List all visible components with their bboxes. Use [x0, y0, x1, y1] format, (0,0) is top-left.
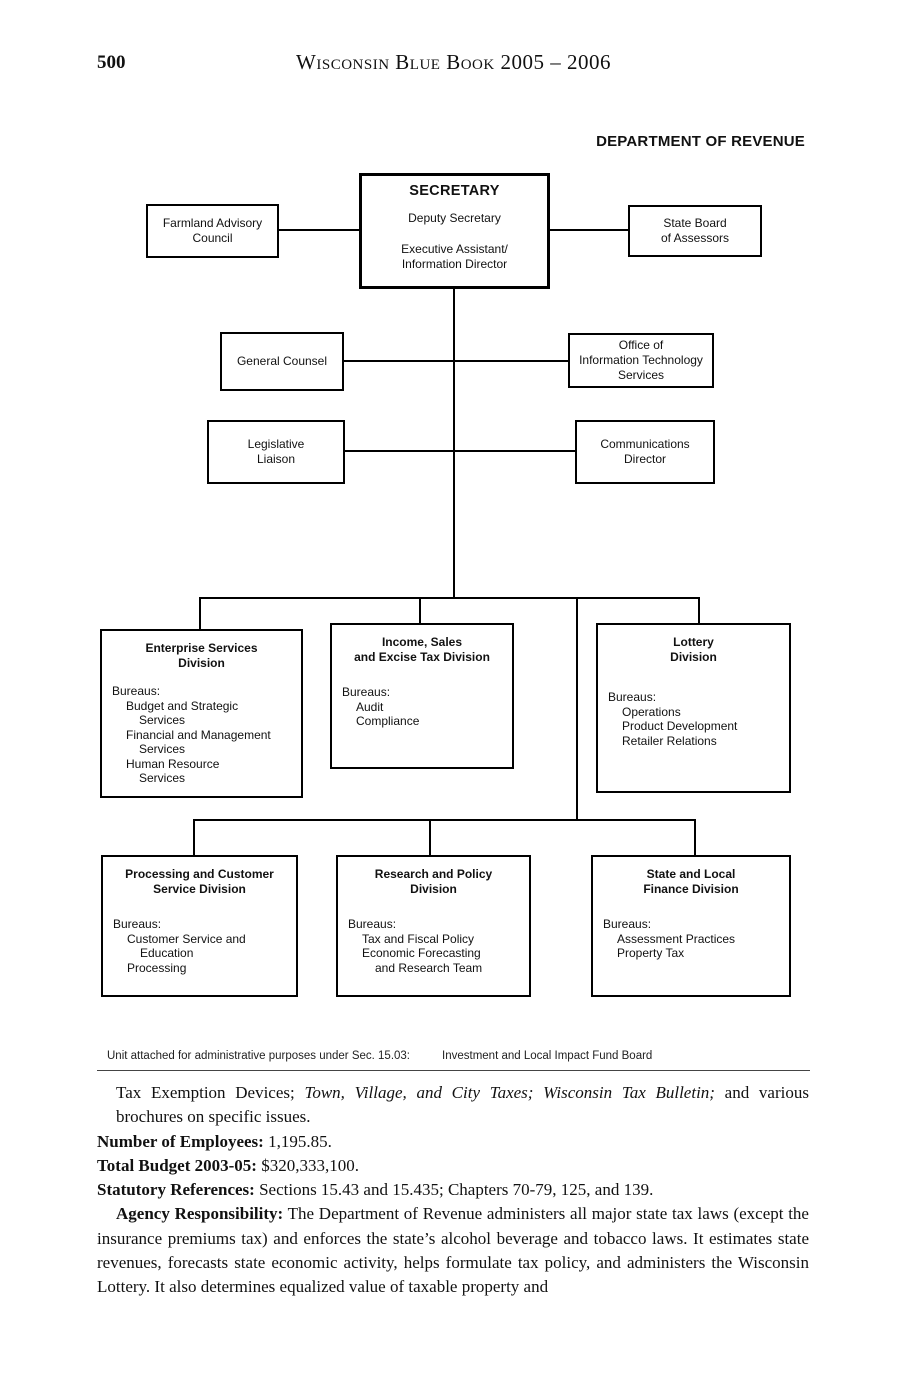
budget-label: Total Budget 2003-05:: [97, 1155, 257, 1175]
bureau-item: Services: [139, 771, 186, 785]
connector-farmland-secretary: [279, 229, 359, 231]
org-box-lottery-division: Lottery Division Bureaus: Operations Pro…: [596, 623, 791, 793]
connector-drop-lottery: [698, 597, 700, 623]
agency-label: Agency Responsibility:: [116, 1204, 284, 1224]
org-box-office-information-technology: Office of Information Technology Service…: [568, 333, 714, 388]
agency-value: The Department of Revenue administers al…: [97, 1204, 809, 1297]
org-box-general-counsel: General Counsel: [220, 332, 344, 391]
bureaus-label: Bureaus:: [342, 685, 391, 699]
body-text: Tax Exemption Devices; Town, Village, an…: [97, 1081, 809, 1300]
connector-counsel-itoffice: [344, 360, 568, 362]
connector-drop-income: [419, 597, 421, 623]
budget-line: Total Budget 2003-05: $320,333,100.: [97, 1154, 809, 1178]
bureaus-label: Bureaus:: [348, 917, 397, 931]
connector-spine-bottom: [576, 597, 578, 821]
connector-row2-bar: [193, 819, 696, 821]
bureau-item: Tax and Fiscal Policy: [362, 931, 475, 946]
org-box-enterprise-services-division: Enterprise Services Division Bureaus: Bu…: [100, 629, 303, 798]
footnote-label: Unit attached for administrative purpose…: [107, 1050, 411, 1062]
chart-footnote: Unit attached for administrative purpose…: [107, 1050, 652, 1062]
connector-row1-bar: [199, 597, 700, 599]
bureau-item: Budget and Strategic: [126, 698, 239, 713]
publications-paragraph: Tax Exemption Devices; Town, Village, an…: [116, 1083, 809, 1127]
bureau-item: Property Tax: [617, 946, 685, 960]
employees-line: Number of Employees: 1,195.85.: [97, 1130, 809, 1154]
bureau-item: Economic Forecasting: [362, 946, 481, 960]
bureau-item: Education: [140, 946, 194, 960]
bureaus-label: Bureaus:: [113, 917, 162, 931]
connector-drop-enterprise: [199, 597, 201, 629]
connector-spine-top: [453, 289, 455, 599]
statutory-value: Sections 15.43 and 15.435; Chapters 70-7…: [254, 1180, 654, 1200]
org-box-state-local-finance-division: State and Local Finance Division Bureaus…: [591, 855, 791, 997]
agency-responsibility-paragraph: Agency Responsibility: The Department of…: [97, 1202, 809, 1299]
executive-assistant-label: Executive Assistant/ Information Directo…: [401, 242, 508, 271]
bureaus-label: Bureaus:: [608, 690, 657, 704]
footnote-value: Investment and Local Impact Fund Board: [442, 1050, 653, 1062]
bureau-item: Services: [139, 742, 186, 756]
org-box-income-sales-excise-tax-division: Income, Sales and Excise Tax Division Bu…: [330, 623, 514, 769]
bureau-item: Assessment Practices: [617, 931, 736, 946]
statutory-label: Statutory References:: [97, 1180, 255, 1200]
org-box-research-policy-division: Research and Policy Division Bureaus: Ta…: [336, 855, 531, 997]
employees-label: Number of Employees:: [97, 1131, 264, 1151]
org-box-state-board-of-assessors: State Board of Assessors: [628, 205, 762, 257]
connector-secretary-assessors: [550, 229, 628, 231]
bureau-item: and Research Team: [375, 960, 483, 975]
org-box-secretary: SECRETARY Deputy Secretary Executive Ass…: [359, 173, 550, 289]
bureau-item: Operations: [622, 704, 681, 719]
horizontal-rule: [97, 1070, 810, 1071]
secretary-title: SECRETARY: [409, 183, 500, 199]
org-box-processing-customer-service-division: Processing and Customer Service Division…: [101, 855, 298, 997]
connector-drop-processing: [193, 819, 195, 855]
bureaus-label: Bureaus:: [603, 917, 652, 931]
bureau-item: Compliance: [356, 714, 420, 728]
bureau-item: Product Development: [622, 719, 738, 733]
budget-value: $320,333,100.: [256, 1155, 359, 1175]
org-box-farmland-advisory-council: Farmland Advisory Council: [146, 204, 279, 258]
org-box-legislative-liaison: Legislative Liaison: [207, 420, 345, 484]
org-box-communications-director: Communications Director: [575, 420, 715, 484]
deputy-secretary-label: Deputy Secretary: [408, 211, 501, 225]
bureau-item: Financial and Management: [126, 727, 271, 742]
chart-heading: DEPARTMENT OF REVENUE: [596, 133, 805, 150]
page-number: 500: [97, 52, 126, 73]
employees-value: 1,195.85.: [263, 1131, 332, 1151]
book-title: Wisconsin Blue Book 2005 – 2006: [296, 50, 611, 74]
bureaus-label: Bureaus:: [112, 684, 161, 698]
connector-drop-statelocal: [694, 819, 696, 855]
bureau-item: Audit: [356, 699, 384, 714]
bureau-item: Human Resource: [126, 756, 220, 771]
bureau-item: Processing: [127, 960, 187, 975]
connector-drop-research: [429, 819, 431, 855]
bureau-item: Customer Service and: [127, 931, 246, 946]
connector-legislative-communications: [345, 450, 575, 452]
bureau-item: Services: [139, 713, 186, 727]
bureau-item: Retailer Relations: [622, 733, 717, 748]
statutory-line: Statutory References: Sections 15.43 and…: [97, 1178, 809, 1202]
italic-publication-titles: Town, Village, and City Taxes; Wisconsin…: [304, 1083, 715, 1102]
